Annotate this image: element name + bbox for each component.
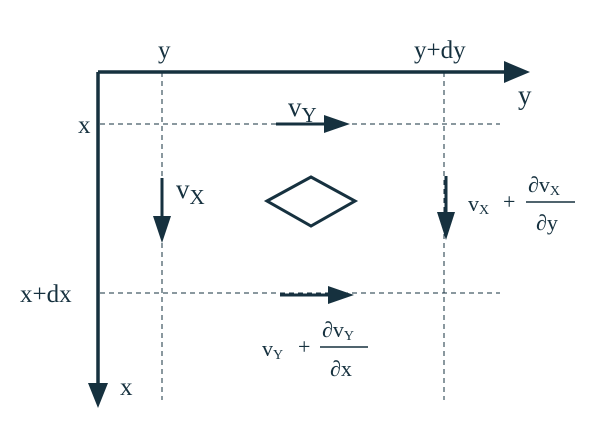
label-top-y-plus-dy: y+dy <box>414 37 466 64</box>
fluid-element-diamond <box>263 175 359 228</box>
formula-vx-plus-dvx-dy: vX + ∂vX ∂y <box>468 172 575 235</box>
formula-bottom-plus: + <box>298 334 310 359</box>
formula-right-lhs-base: v <box>468 191 479 216</box>
label-axis-y: y <box>518 80 532 110</box>
formula-right-num-d: ∂v <box>528 172 550 197</box>
svg-text:vY: vY <box>262 336 283 363</box>
label-left-x-plus-dx: x+dx <box>20 281 72 308</box>
formula-bottom-den: ∂x <box>330 356 352 381</box>
formula-bottom-num-d: ∂v <box>322 317 344 342</box>
formula-vy-plus-dvy-dx: vY + ∂vY ∂x <box>262 317 368 381</box>
vy-bottom-arrowhead <box>328 286 354 304</box>
label-vy-base: v <box>288 92 302 122</box>
vx-right-arrowhead <box>437 212 455 240</box>
label-vx-sub: X <box>190 185 205 209</box>
svg-text:vX: vX <box>468 191 489 218</box>
label-axis-x: x <box>120 374 133 401</box>
formula-bottom-lhs-sub: Y <box>273 348 283 363</box>
label-vx-left: vX <box>176 174 205 209</box>
y-axis-arrowhead <box>504 61 530 83</box>
svg-text:∂vY: ∂vY <box>322 317 354 344</box>
x-axis-arrowhead <box>88 383 108 408</box>
label-vy-top: vY <box>288 92 317 127</box>
formula-bottom-lhs-base: v <box>262 336 273 361</box>
vx-left-arrowhead <box>153 216 171 243</box>
axes <box>88 61 530 408</box>
formula-right-num-sub: X <box>550 184 560 199</box>
label-vx-base: v <box>176 174 190 204</box>
label-top-y: y <box>158 37 171 64</box>
label-left-x: x <box>78 112 91 139</box>
formula-right-lhs-sub: X <box>479 203 489 218</box>
svg-text:∂vX: ∂vX <box>528 172 560 199</box>
velocity-arrows <box>153 115 455 304</box>
formula-right-den: ∂y <box>536 210 558 235</box>
vy-top-arrowhead <box>324 115 350 133</box>
formula-right-plus: + <box>503 189 515 214</box>
label-vy-sub: Y <box>302 103 317 127</box>
formula-bottom-num-sub: Y <box>344 329 354 344</box>
